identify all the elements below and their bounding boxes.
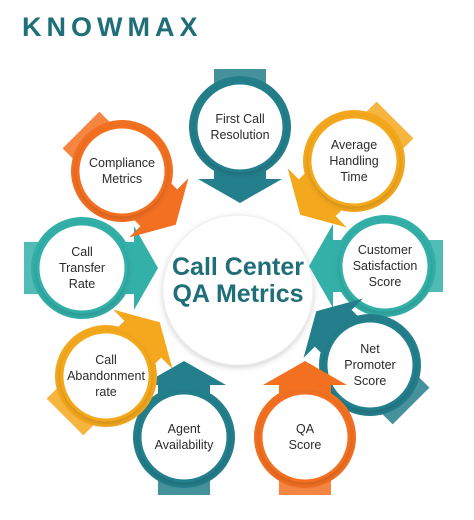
metric-label-line: Score xyxy=(353,374,387,388)
metric-node-8 xyxy=(62,111,189,238)
metric-label-line: rate xyxy=(95,385,117,399)
metric-label-line: Customer xyxy=(357,243,413,257)
metric-label-line: Satisfaction xyxy=(352,259,418,273)
metric-label-line: Average xyxy=(330,138,378,152)
metric-label-line: Rate xyxy=(68,277,96,291)
metric-circle xyxy=(324,319,416,411)
metric-node-4 xyxy=(254,361,356,495)
metric-label-line: First Call xyxy=(215,112,265,126)
metric-circle xyxy=(259,391,351,483)
metric-label-line: Transfer xyxy=(58,261,106,275)
brand-logo: KNOWMAX xyxy=(22,12,203,42)
metric-circle xyxy=(308,115,400,207)
metric-circle xyxy=(339,220,431,312)
center-title: Call Center QA Metrics xyxy=(168,254,308,308)
metric-label-line: QA xyxy=(295,422,315,436)
metric-circle xyxy=(60,330,152,422)
metric-label-line: Score xyxy=(368,275,402,289)
center-circle xyxy=(162,214,314,366)
metric-label-line: Time xyxy=(340,170,368,184)
metric-label-4: QA Score xyxy=(257,421,353,453)
metric-circle xyxy=(138,391,230,483)
metric-label-line: Agent xyxy=(167,422,201,436)
metric-circle xyxy=(194,81,286,173)
metric-label-line: Compliance xyxy=(88,156,155,170)
metric-node-6 xyxy=(46,309,173,436)
metric-circle xyxy=(76,125,168,217)
metric-node-2 xyxy=(309,215,443,317)
metric-label-line: Promoter xyxy=(344,358,396,372)
metric-label-line: Metrics xyxy=(101,172,143,186)
metric-label-line: Handling xyxy=(329,154,379,168)
metric-circle xyxy=(36,222,128,314)
metric-node-3 xyxy=(303,298,430,425)
metric-label-line: Call xyxy=(95,353,117,367)
metric-label-line: Net xyxy=(360,342,380,356)
metric-node-7 xyxy=(24,217,158,319)
metric-node-1 xyxy=(287,101,414,228)
metric-label-line: Resolution xyxy=(210,128,270,142)
metric-label-line: Score xyxy=(288,438,322,452)
metric-label-line: Availability xyxy=(154,438,214,452)
metric-node-5 xyxy=(133,361,235,495)
metric-node-0 xyxy=(189,69,291,203)
center-title-line-2: QA Metrics xyxy=(172,280,304,308)
metric-label-line: Abandonment xyxy=(67,369,145,383)
center-title-line-1: Call Center xyxy=(172,253,304,281)
metric-label-line: Call xyxy=(71,245,93,259)
